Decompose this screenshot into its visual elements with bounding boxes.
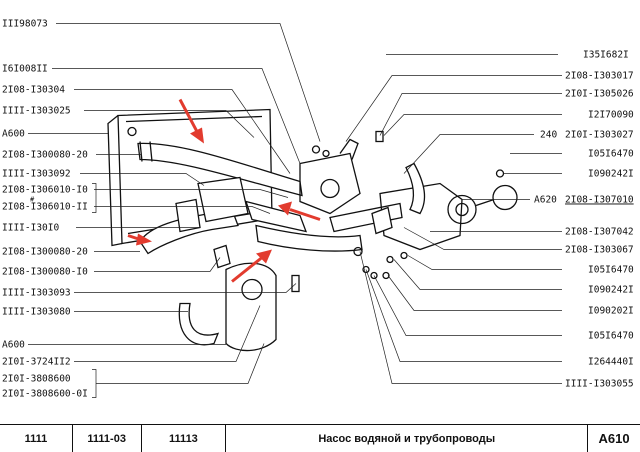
lower-hose [139,176,249,255]
label-right-5: 2I0I-I303027 [565,130,634,141]
footer-title: Насос водяной и трубопроводы [226,425,589,452]
label-left-7: IIII-I303092 [2,169,71,180]
label-right-11: I05I6470 [588,265,634,276]
label-left-12: 2I08-I300080-I0 [2,267,88,278]
right-leader-lines [345,54,562,384]
footer-model-3: 11113 [142,425,227,452]
label-a620: A620 [534,195,557,206]
footer-code: A610 [598,431,630,446]
label-left-11: 2I08-I300080-20 [2,247,88,258]
label-left-1: III98073 [2,19,48,30]
label-right-15: I264440I [588,357,634,368]
expansion-tank [178,244,277,352]
label-right-2: 2I08-I303017 [565,71,634,82]
label-left-14: IIII-I303080 [2,307,71,318]
label-left-17: 2I0I-3808600 [2,374,71,385]
label-right-16: IIII-I303055 [565,379,634,390]
label-right-4: I2I70090 [588,110,634,121]
label-240: 240 [540,130,557,141]
label-brackets [92,183,97,398]
label-left-16: 2I0I-3724II2 [2,357,71,368]
label-left-3: 2I08-I30304 [2,85,65,96]
footer-model-2: 1111-03 [73,425,142,452]
highlight-arrows [127,98,321,283]
bracket-symbol: # [30,196,35,204]
label-right-10: 2I08-I303067 [565,245,634,256]
label-right-8: 2I08-I307010 [565,195,634,206]
water-pump [371,162,518,251]
label-left-9: 2I08-I306010-II [2,202,88,213]
label-left-10: IIII-I30I0 [2,223,59,234]
left-leader-lines [28,23,321,384]
upper-hose [137,141,303,197]
label-left-18: 2I0I-3808600-0I [2,389,88,400]
label-left-15: A600 [2,340,25,351]
footer-bar: 1111 1111-03 11113 Насос водяной и трубо… [0,424,640,452]
label-left-13: IIII-I303093 [2,288,71,299]
right-labels: I35I682I 2I08-I303017 2I0I-I305026 I2I70… [534,50,634,390]
label-left-6: 2I08-I300080-20 [2,150,88,161]
bypass-hoses [245,200,403,252]
label-right-14: I05I6470 [588,331,634,342]
label-right-3: 2I0I-I305026 [565,89,634,100]
left-labels: III98073 I6I008II 2I08-I30304 IIII-I3030… [2,19,88,400]
label-left-2: I6I008II [2,64,48,75]
label-right-1: I35I682I [583,50,629,61]
label-left-5: A600 [2,129,25,140]
thermostat-housing [299,138,361,215]
label-right-7: I090242I [588,169,634,180]
label-left-8: 2I08-I306010-I0 [2,185,88,196]
label-left-4: IIII-I303025 [2,106,71,117]
label-right-13: I090202I [588,306,634,317]
fasteners [291,130,505,293]
label-right-6: I05I6470 [588,149,634,160]
footer-model-1: 1111 [0,425,73,452]
label-right-12: I090242I [588,285,634,296]
label-right-9: 2I08-I307042 [565,227,634,238]
